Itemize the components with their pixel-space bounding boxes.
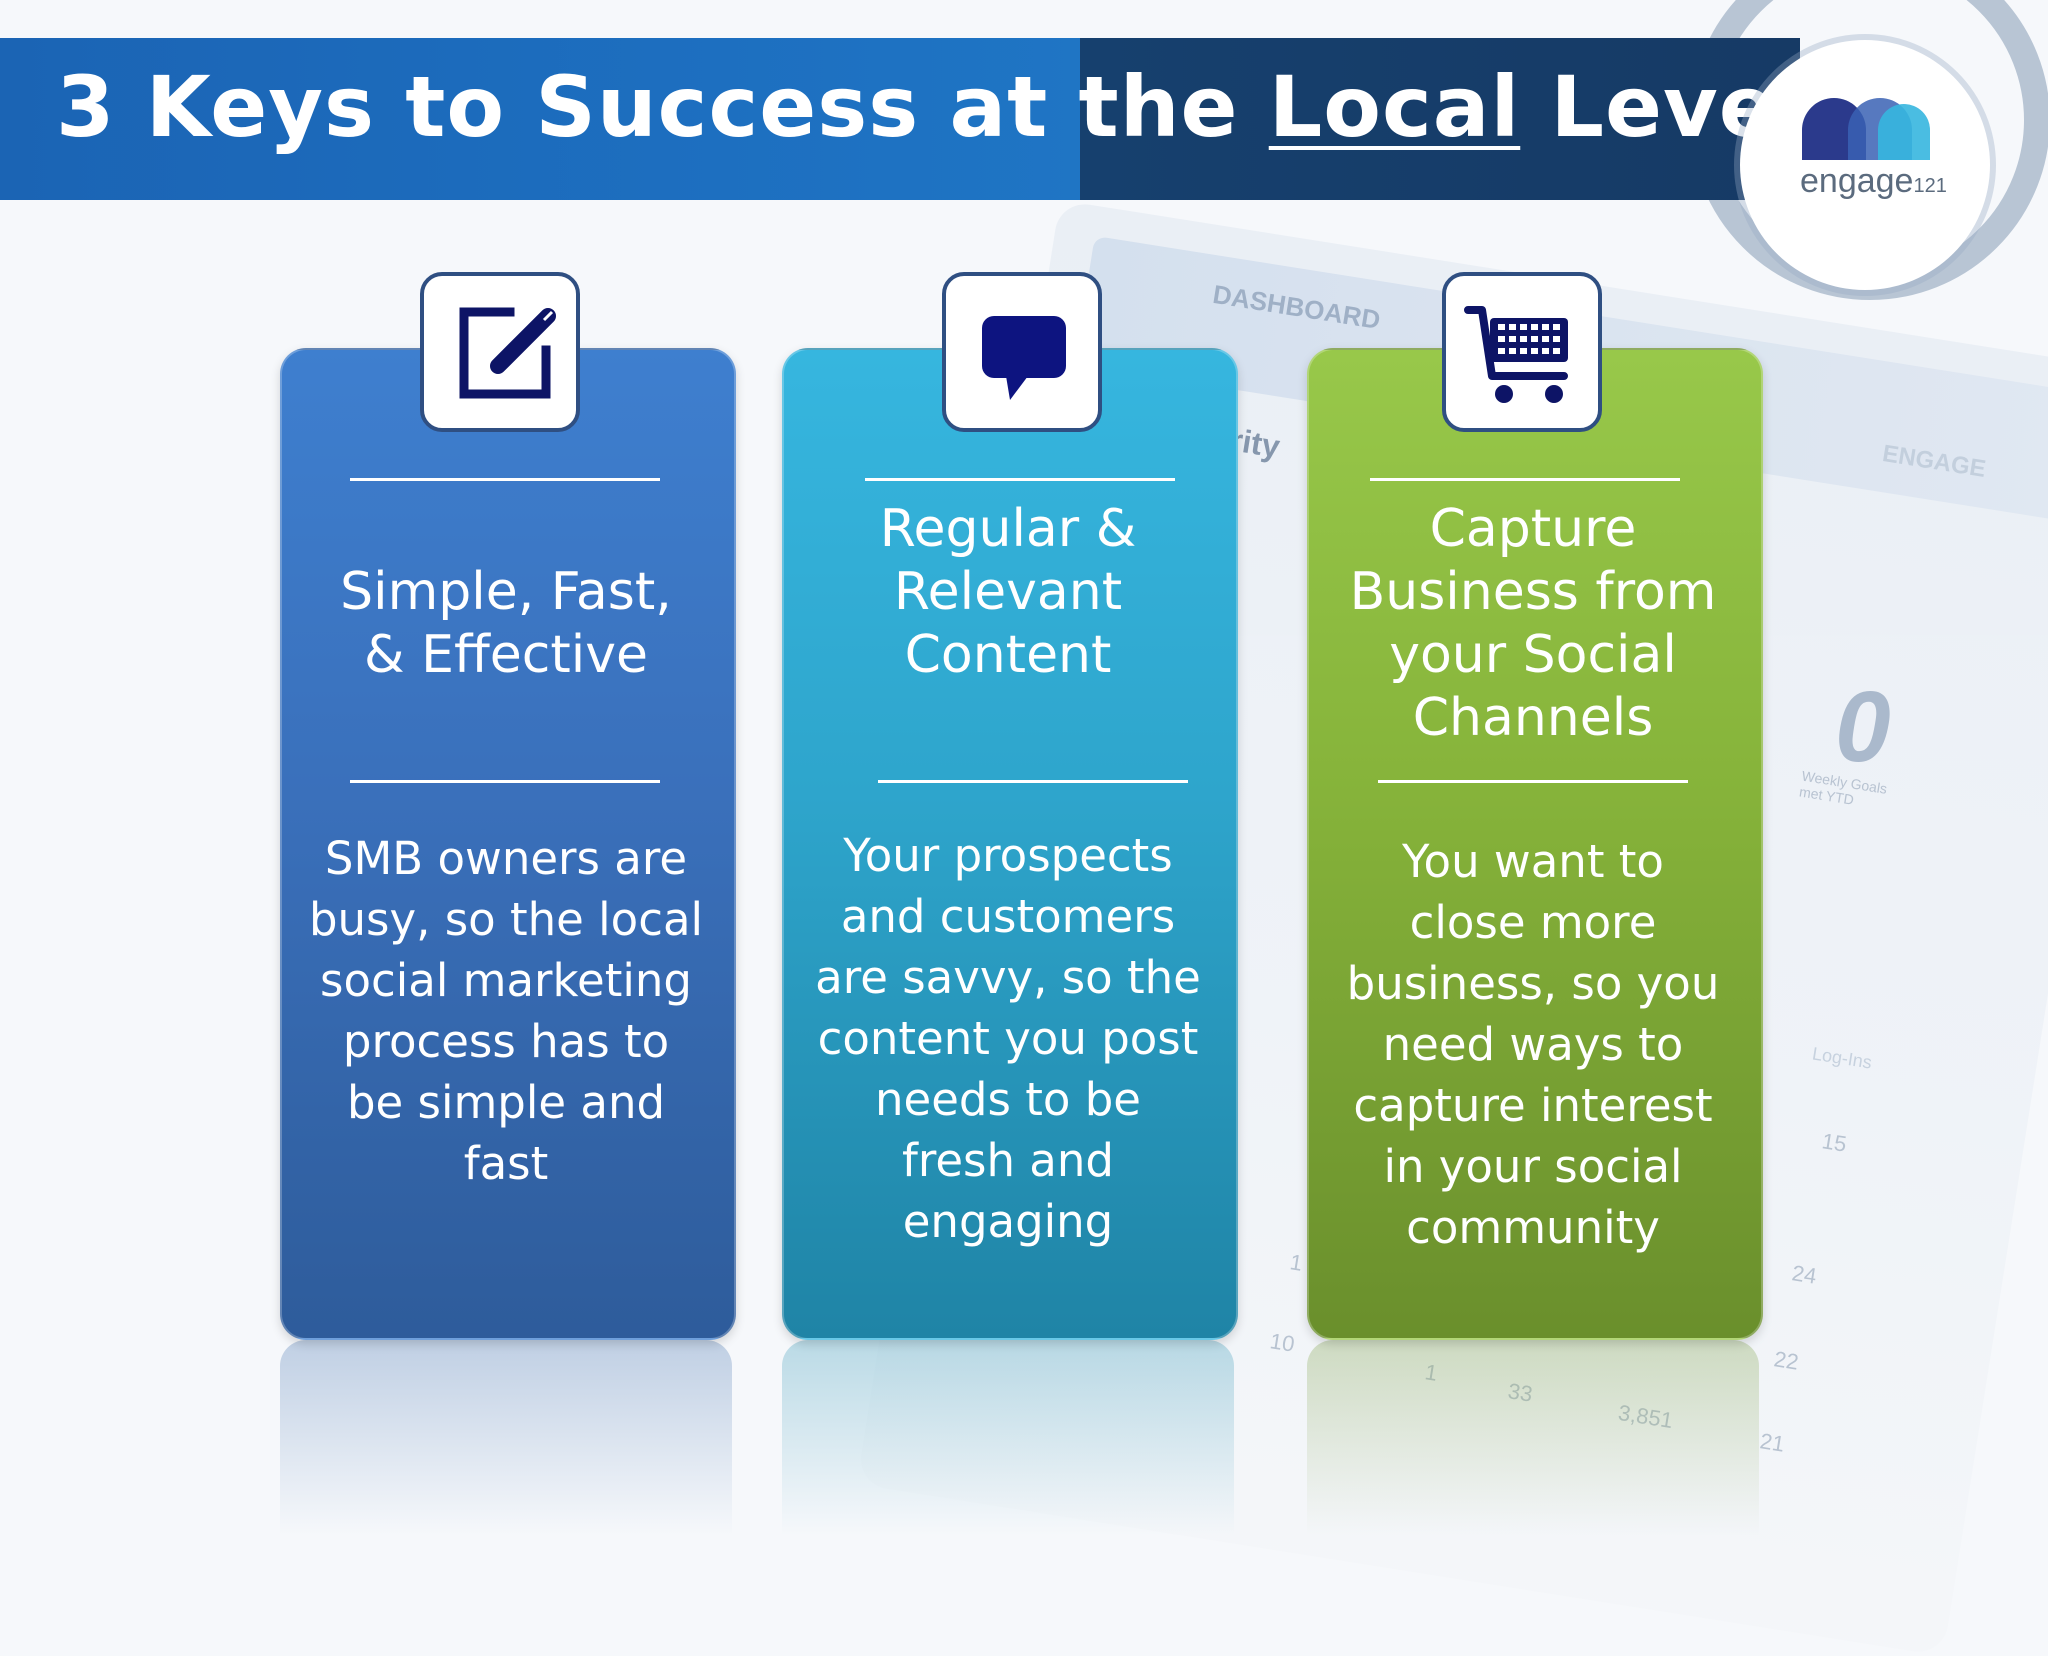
speech-bubble-icon [942, 272, 1102, 432]
logo-mark-icon [1802, 98, 1930, 160]
shopping-cart-icon [1442, 272, 1602, 432]
divider [1370, 478, 1680, 481]
page-title: 3 Keys to Success at the Local Level [56, 58, 1807, 156]
bg-number: 10 [1268, 1328, 1297, 1357]
bg-number: 21 [1758, 1428, 1787, 1457]
title-underlined-word: Local [1268, 58, 1521, 156]
card-heading: Simple, Fast,& Effective [340, 562, 672, 685]
card-reflection [280, 1340, 732, 1536]
logo-text: engage121 [1800, 162, 1947, 200]
key-card-simple [280, 348, 736, 1340]
bg-number: 22 [1772, 1346, 1801, 1375]
bg-number: 15 [1820, 1128, 1849, 1157]
bg-number: 24 [1790, 1260, 1819, 1289]
divider [1378, 780, 1688, 783]
key-card-content [782, 348, 1238, 1340]
edit-icon [420, 272, 580, 432]
bg-big-number: 0 [1835, 671, 1891, 783]
card-reflection [782, 1340, 1234, 1536]
engage121-logo: engage121 [1740, 40, 1990, 290]
divider [350, 478, 660, 481]
divider [350, 780, 660, 783]
key-card-capture [1307, 348, 1763, 1340]
title-banner [0, 38, 1800, 200]
card-reflection [1307, 1340, 1759, 1536]
title-prefix: 3 Keys to Success at the [56, 58, 1269, 156]
divider [865, 478, 1175, 481]
divider [878, 780, 1188, 783]
